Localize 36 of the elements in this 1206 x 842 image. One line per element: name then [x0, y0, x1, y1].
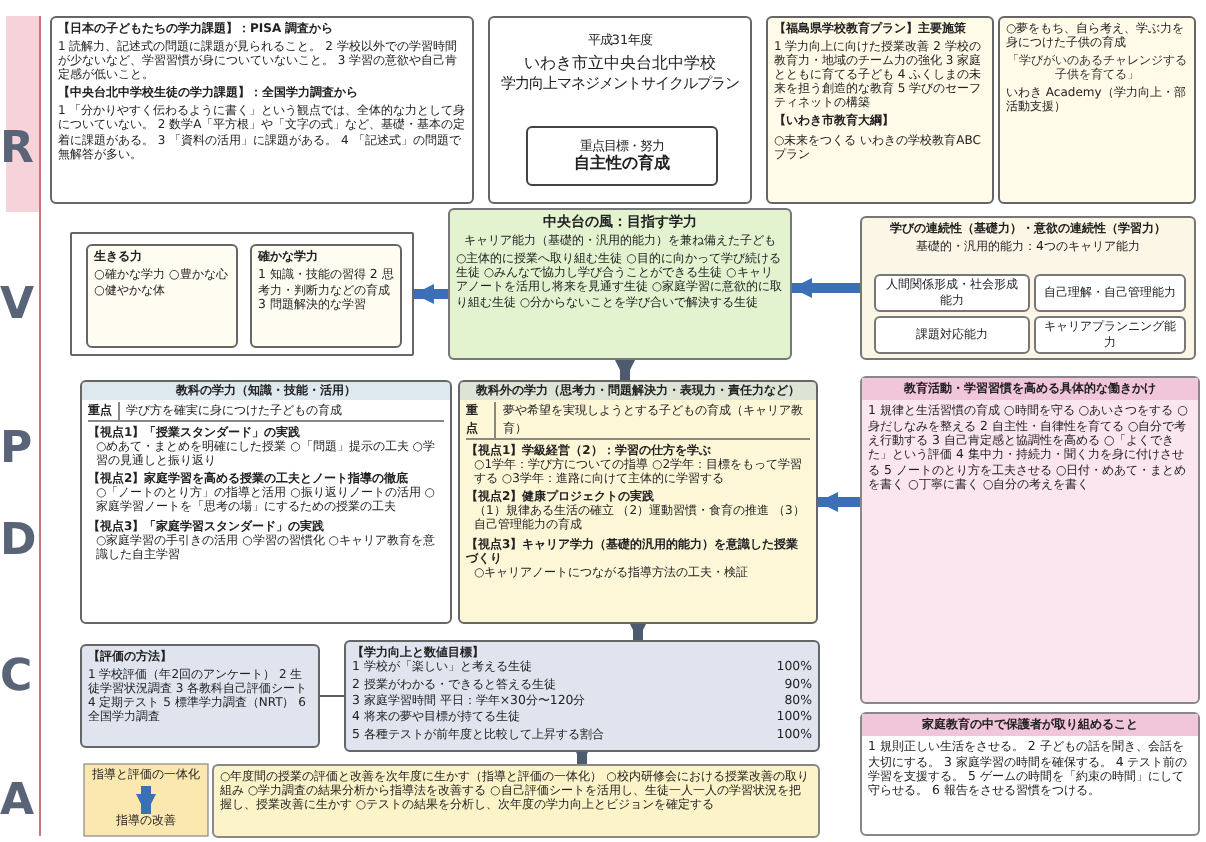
phase-letter: D — [0, 516, 37, 566]
concept-box — [86, 244, 238, 348]
phase-letter: R — [0, 124, 34, 174]
phase-letter: P — [0, 424, 33, 474]
goal-box — [526, 126, 718, 186]
plan-panel — [80, 380, 452, 624]
phase-letter: V — [0, 280, 35, 330]
concept-box — [250, 244, 402, 348]
ability-panel — [860, 216, 1196, 360]
arrow — [792, 278, 860, 298]
arrow — [818, 492, 860, 512]
info-panel — [50, 16, 474, 204]
goal-box — [448, 208, 792, 360]
phase-letter: A — [0, 776, 35, 826]
arrow — [414, 284, 448, 304]
arrow — [628, 620, 648, 640]
table-cell — [874, 316, 1030, 354]
info-panel — [766, 16, 994, 204]
table-cell — [1034, 316, 1186, 354]
arrow — [615, 360, 635, 380]
table-cell — [1034, 274, 1186, 312]
action-box — [212, 764, 820, 838]
action-panel — [860, 376, 1200, 704]
table-cell — [874, 274, 1030, 312]
action-panel — [860, 712, 1200, 836]
school-name: いわき市立中央台北中学校 — [522, 53, 718, 72]
title-box — [488, 16, 752, 204]
plan-panel — [458, 380, 818, 624]
target-box — [344, 640, 820, 752]
arrow — [136, 786, 156, 814]
evaluation-box — [80, 644, 320, 748]
connector-line — [319, 695, 345, 697]
goal-text: 自主性の育成 — [572, 154, 672, 173]
info-panel — [998, 16, 1196, 204]
phase-letter: C — [0, 652, 33, 702]
panel — [70, 232, 414, 356]
